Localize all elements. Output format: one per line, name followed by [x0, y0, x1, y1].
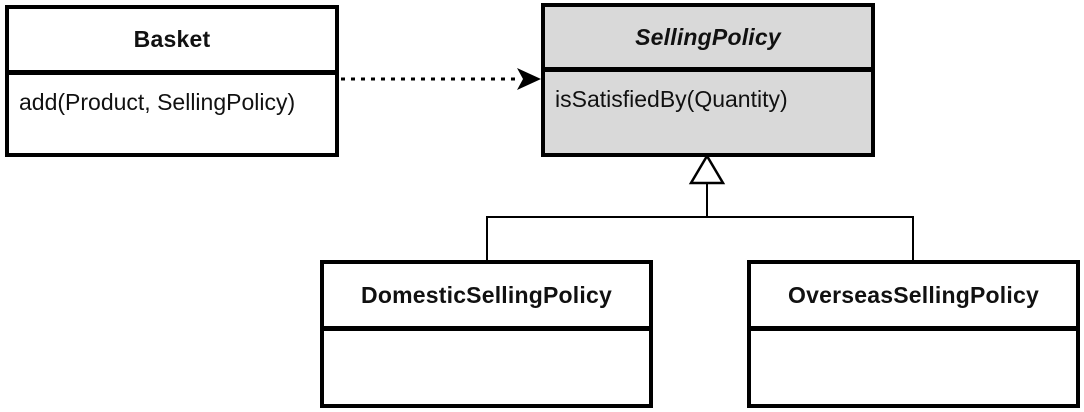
generalization-connector: [486, 153, 914, 261]
class-box-domesticsellingpolicy: DomesticSellingPolicy: [320, 260, 653, 408]
class-name-overseassellingpolicy: OverseasSellingPolicy: [751, 264, 1076, 331]
generalization-hollow-triangle-icon: [688, 153, 726, 185]
class-name-basket: Basket: [9, 9, 335, 75]
class-name-domesticsellingpolicy: DomesticSellingPolicy: [324, 264, 649, 331]
dependency-arrowhead-icon: [517, 68, 541, 90]
class-box-overseassellingpolicy: OverseasSellingPolicy: [747, 260, 1080, 408]
class-methods-sellingpolicy: isSatisfiedBy(Quantity): [545, 72, 871, 153]
generalization-branch-lines: [486, 216, 914, 261]
class-box-basket: Basket add(Product, SellingPolicy): [5, 5, 339, 157]
class-methods-basket: add(Product, SellingPolicy): [9, 75, 335, 153]
method-sellingpolicy-issatisfiedby: isSatisfiedBy(Quantity): [555, 86, 788, 112]
class-methods-domesticsellingpolicy: [324, 331, 649, 404]
class-name-sellingpolicy: SellingPolicy: [545, 7, 871, 72]
class-methods-overseassellingpolicy: [751, 331, 1076, 404]
class-box-sellingpolicy: SellingPolicy isSatisfiedBy(Quantity): [541, 3, 875, 157]
method-basket-add: add(Product, SellingPolicy): [19, 89, 296, 115]
dependency-arrow: [341, 68, 541, 90]
